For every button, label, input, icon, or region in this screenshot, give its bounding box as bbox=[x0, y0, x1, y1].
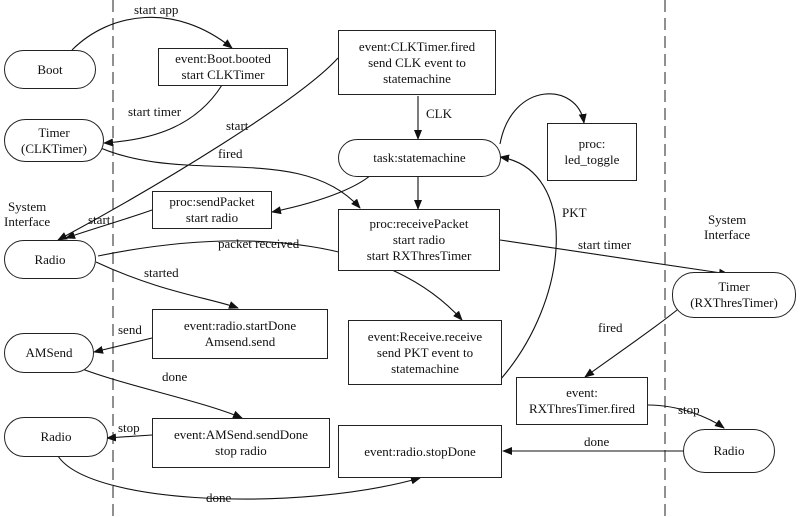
task-statemachine: task:statemachine bbox=[338, 139, 501, 177]
amsend-senddone-event: event:AMSend.sendDone stop radio bbox=[152, 418, 330, 468]
amsend-node: AMSend bbox=[4, 333, 94, 373]
label-done-amsend: done bbox=[162, 369, 188, 384]
label-pkt: PKT bbox=[562, 205, 587, 220]
label-start-send: start bbox=[88, 212, 111, 227]
arrow-stop-radio bbox=[106, 433, 153, 442]
arrow-pkt bbox=[499, 154, 557, 381]
arrow-rx-stop bbox=[647, 404, 725, 429]
radio-top-node: Radio bbox=[4, 240, 96, 279]
receive-packet-proc: proc:receivePacket start radio start RXT… bbox=[338, 209, 500, 271]
rx-thres-timer-node: Timer (RXThresTimer) bbox=[672, 272, 796, 318]
radio-stopdone-event: event:radio.stopDone bbox=[338, 425, 502, 478]
label-system-interface-right: System Interface bbox=[704, 212, 751, 242]
clk-timer-node: Timer (CLKTimer) bbox=[4, 119, 104, 162]
arrow-start-app bbox=[71, 16, 233, 51]
arrow-led-toggle bbox=[499, 93, 587, 145]
label-started: started bbox=[144, 265, 179, 280]
label-done-right: done bbox=[584, 434, 610, 449]
boot-booted-event: event:Boot.booted start CLKTimer bbox=[158, 48, 288, 86]
label-stop-left: stop bbox=[118, 420, 140, 435]
arrow-radio-started bbox=[95, 261, 239, 309]
receive-event: event:Receive.receive send PKT event to … bbox=[348, 320, 502, 385]
arrow-amsend-send bbox=[93, 337, 153, 354]
clktimer-fired-event: event:CLKTimer.fired send CLK event to s… bbox=[338, 30, 496, 95]
label-stop-right: stop bbox=[678, 402, 700, 417]
arrow-timer-fired bbox=[91, 143, 361, 209]
radio-right-node: Radio bbox=[683, 429, 775, 473]
label-clk: CLK bbox=[426, 106, 452, 121]
arrow-sm-to-send bbox=[271, 173, 373, 215]
label-system-interface-left: System Interface bbox=[4, 199, 51, 229]
arrow-start-clktimer bbox=[103, 84, 223, 147]
send-packet-proc: proc:sendPacket start radio bbox=[152, 191, 272, 229]
label-fired-rx: fired bbox=[598, 320, 623, 335]
label-start-radio-clk: start bbox=[226, 118, 249, 133]
arrow-send-start-radio bbox=[65, 209, 153, 239]
label-start-timer-clk: start timer bbox=[128, 104, 182, 119]
label-packet-received: packet received bbox=[218, 236, 300, 251]
boot-node: Boot bbox=[4, 50, 96, 89]
arrow-amsend-done bbox=[71, 364, 243, 419]
label-fired-clk: fired bbox=[218, 146, 243, 161]
arrow-start-rxtimer bbox=[499, 239, 729, 277]
label-start-app: start app bbox=[134, 2, 179, 17]
radio-startdone-event: event:radio.startDone Amsend.send bbox=[152, 309, 328, 359]
arrow-bottom-radio-done bbox=[57, 455, 421, 500]
led-toggle-proc: proc: led_toggle bbox=[547, 123, 637, 181]
arrow-packet-received bbox=[97, 240, 463, 321]
label-send: send bbox=[118, 322, 142, 337]
label-done-bottom: done bbox=[206, 490, 232, 505]
label-start-timer-rx: start timer bbox=[578, 237, 632, 252]
radio-bottom-node: Radio bbox=[4, 417, 108, 457]
rxthrestimer-fired-event: event: RXThresTimer.fired bbox=[516, 377, 648, 425]
arrow-radio-start-clk bbox=[57, 57, 339, 241]
